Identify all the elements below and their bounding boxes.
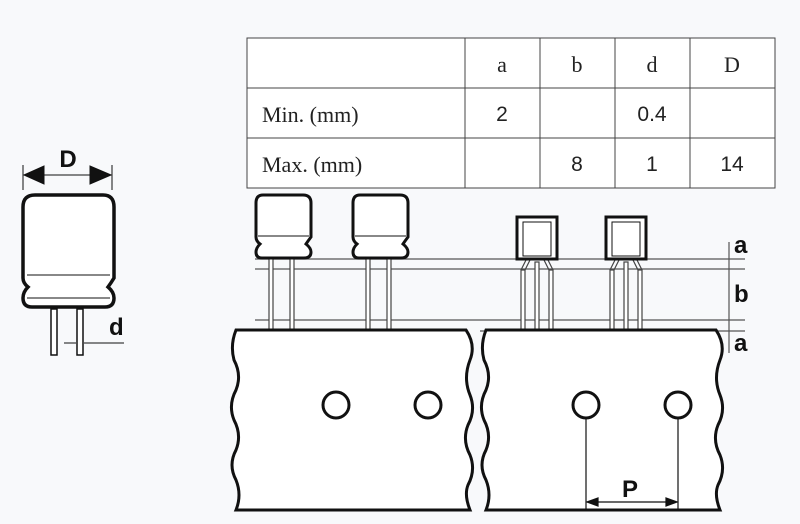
- max-d: 1: [646, 153, 658, 176]
- carrier-tape: [229, 328, 725, 512]
- header-D: D: [724, 52, 740, 77]
- taped-capacitor: [254, 193, 313, 260]
- min-d: 0.4: [637, 103, 667, 126]
- pitch-label-bg: [612, 476, 646, 498]
- taped-transistor: [604, 215, 648, 261]
- header-a: a: [497, 52, 507, 77]
- label-a-bottom: a: [734, 330, 748, 357]
- label-d: d: [109, 314, 124, 341]
- dimension-table: [246, 37, 776, 189]
- label-a-top: a: [734, 232, 748, 259]
- pitch-dimension: [585, 418, 679, 510]
- label-b: b: [734, 281, 749, 308]
- min-a: 2: [496, 103, 508, 126]
- header-d: d: [647, 52, 658, 77]
- capacitor-detail: [21, 165, 124, 356]
- label-D: D: [59, 146, 76, 173]
- max-D: 14: [720, 153, 744, 176]
- taped-transistor: [515, 215, 559, 261]
- taped-capacitor: [351, 193, 410, 260]
- header-b: b: [572, 52, 583, 77]
- row-min-label: Min. (mm): [262, 102, 359, 127]
- row-max-label: Max. (mm): [262, 152, 362, 177]
- label-P: P: [622, 476, 638, 503]
- max-b: 8: [571, 153, 583, 176]
